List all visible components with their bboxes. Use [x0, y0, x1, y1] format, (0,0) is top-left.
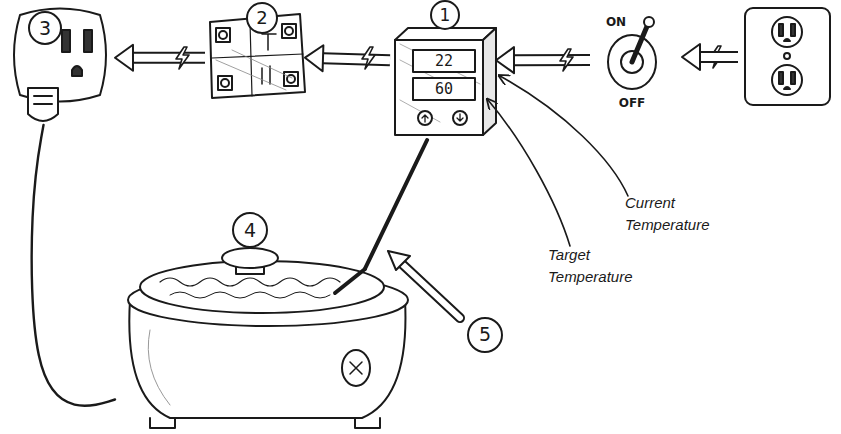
power-arrow: [115, 45, 205, 71]
arrow-head: [496, 47, 514, 73]
power-arrow: [305, 45, 390, 71]
switch-label: ON: [606, 16, 626, 29]
arrow-body: [133, 54, 205, 62]
relay-board-node: 2: [205, 8, 305, 100]
outlet-drawing: [14, 9, 106, 122]
wall-outlet-drawing: [745, 8, 830, 105]
switch-label: OFF: [619, 97, 646, 110]
temperature-controller-drawing: [395, 1, 496, 135]
slow-cooker-drawing: [128, 213, 408, 428]
power-cord: [32, 125, 115, 406]
relay-board-drawing: [210, 3, 305, 98]
power-arrow: [682, 44, 738, 70]
leader-line: [500, 76, 628, 196]
arrow-body: [514, 56, 590, 64]
arrow-head: [305, 45, 323, 71]
switch-node: ON OFF: [590, 5, 680, 115]
controller-node: 1 22 60: [390, 0, 496, 140]
annotation-label: Target Temperature: [548, 244, 648, 288]
temperature-probe: [365, 140, 427, 269]
arrow-outline: [514, 54, 590, 66]
lightning-symbol: [710, 46, 723, 68]
lightning-symbol: [362, 47, 375, 69]
lightning-symbol: [176, 47, 189, 69]
callout-number: 4: [244, 220, 256, 241]
slow-cooker-node: 4: [115, 212, 365, 430]
arrow-head: [115, 45, 133, 71]
callout-number: 5: [479, 321, 491, 349]
arrow-body: [323, 58, 390, 60]
power-arrow: [496, 47, 590, 73]
callout-number: 3: [39, 18, 51, 39]
annotation-label: Current Temperature: [625, 192, 725, 236]
temperature-readout: 60: [435, 81, 453, 98]
power-cord: [32, 125, 115, 406]
connectors: [32, 45, 590, 406]
callout-arrow: [388, 251, 502, 352]
callout-number: 1: [440, 6, 451, 25]
leader-line: [488, 100, 570, 246]
temperature-readout: 22: [435, 53, 453, 70]
outlet-node: 3: [5, 5, 115, 125]
temperature-probe: [365, 140, 427, 269]
lightning-symbol: [560, 49, 573, 71]
arrow-outline: [323, 58, 390, 60]
arrow-outline: [133, 52, 205, 64]
callout-number: 2: [256, 8, 267, 28]
